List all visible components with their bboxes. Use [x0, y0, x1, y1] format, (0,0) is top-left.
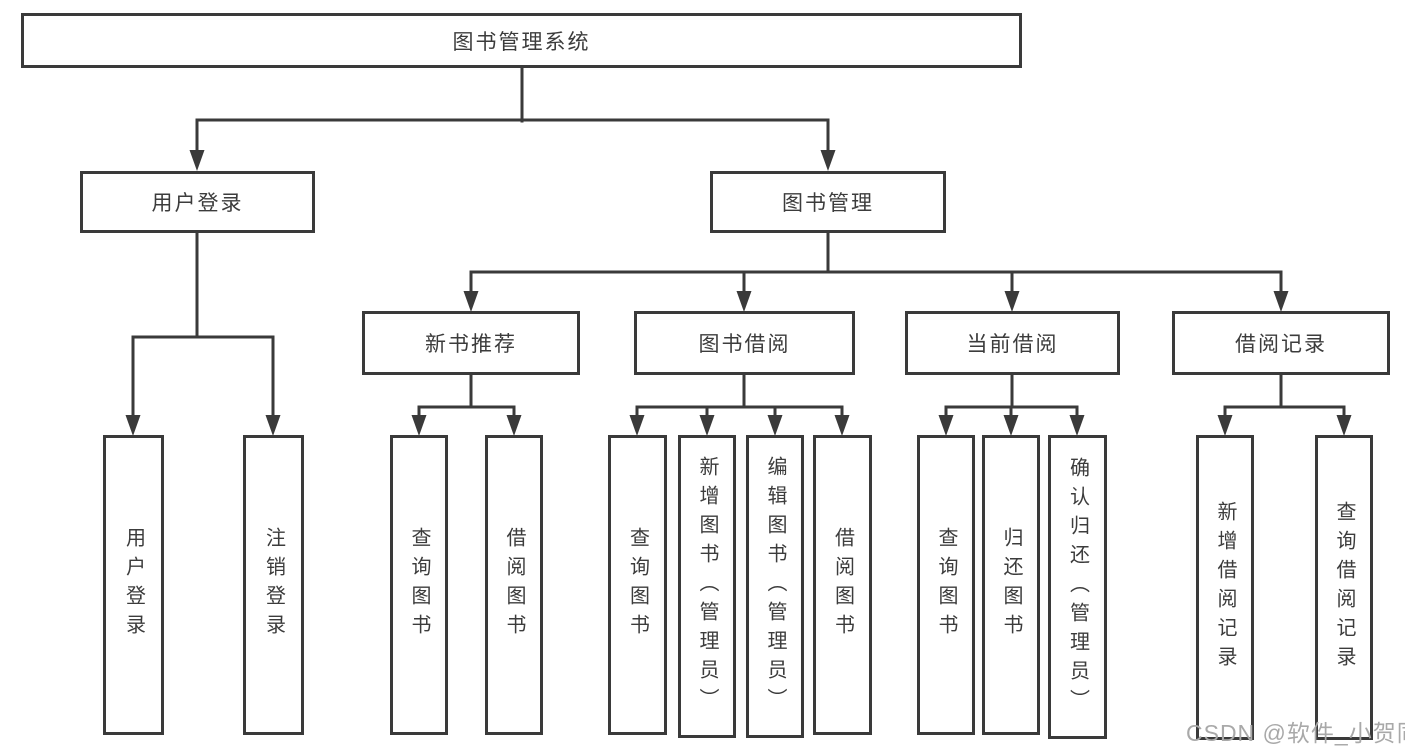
node-label: 新增借阅记录	[1214, 500, 1236, 675]
leaf-user-login: 用户登录	[103, 435, 164, 735]
leaf-logout: 注销登录	[243, 435, 304, 735]
node-borrowing-records: 借阅记录	[1172, 311, 1390, 375]
arrowheads	[125, 150, 1352, 436]
node-label: 新书推荐	[425, 333, 517, 356]
node-label: 注销登录	[262, 527, 285, 643]
node-label: 查询图书	[408, 527, 430, 643]
node-book-management: 图书管理	[710, 171, 946, 233]
node-label: 用户登录	[151, 192, 244, 215]
node-new-book-recommend: 新书推荐	[362, 311, 580, 375]
leaf-recommend-query-books: 查询图书	[390, 435, 448, 735]
leaf-borrowing-edit-books: 编辑图书（管理员）	[746, 435, 804, 738]
leaf-current-query-books: 查询图书	[917, 435, 975, 735]
leaf-borrowing-borrow-books: 借阅图书	[813, 435, 872, 735]
node-library-system: 图书管理系统	[21, 13, 1022, 68]
node-label: 查询借阅记录	[1333, 500, 1355, 675]
node-book-borrowing: 图书借阅	[634, 311, 855, 375]
node-label: 借阅图书	[831, 527, 854, 643]
node-label: 借阅记录	[1235, 333, 1327, 356]
tree-edges	[131, 66, 1346, 420]
leaf-records-add-record: 新增借阅记录	[1196, 435, 1254, 740]
node-user-login: 用户登录	[80, 171, 315, 233]
leaf-current-return-books: 归还图书	[982, 435, 1040, 735]
node-label: 归还图书	[1000, 527, 1022, 643]
leaf-recommend-borrow-books: 借阅图书	[485, 435, 543, 735]
leaf-borrowing-query-books: 查询图书	[608, 435, 667, 735]
node-label: 图书管理	[782, 192, 874, 215]
node-label: 查询图书	[626, 527, 649, 643]
csdn-watermark: CSDN @软件_小贺同学	[1186, 720, 1405, 746]
node-label: 借阅图书	[503, 527, 525, 643]
node-current-borrowing: 当前借阅	[905, 311, 1120, 375]
leaf-records-query-record: 查询借阅记录	[1315, 435, 1373, 740]
leaf-current-confirm-return: 确认归还（管理员）	[1048, 435, 1107, 739]
node-label: 用户登录	[122, 527, 145, 643]
node-label: 新增图书（管理员）	[696, 456, 718, 717]
node-label: 查询图书	[935, 527, 957, 643]
node-label: 编辑图书（管理员）	[764, 456, 786, 717]
node-label: 确认归还（管理员）	[1066, 456, 1089, 718]
node-label: 当前借阅	[966, 333, 1059, 356]
node-label: 图书管理系统	[452, 30, 591, 54]
node-label: 图书借阅	[698, 333, 791, 356]
leaf-borrowing-add-books: 新增图书（管理员）	[678, 435, 736, 738]
